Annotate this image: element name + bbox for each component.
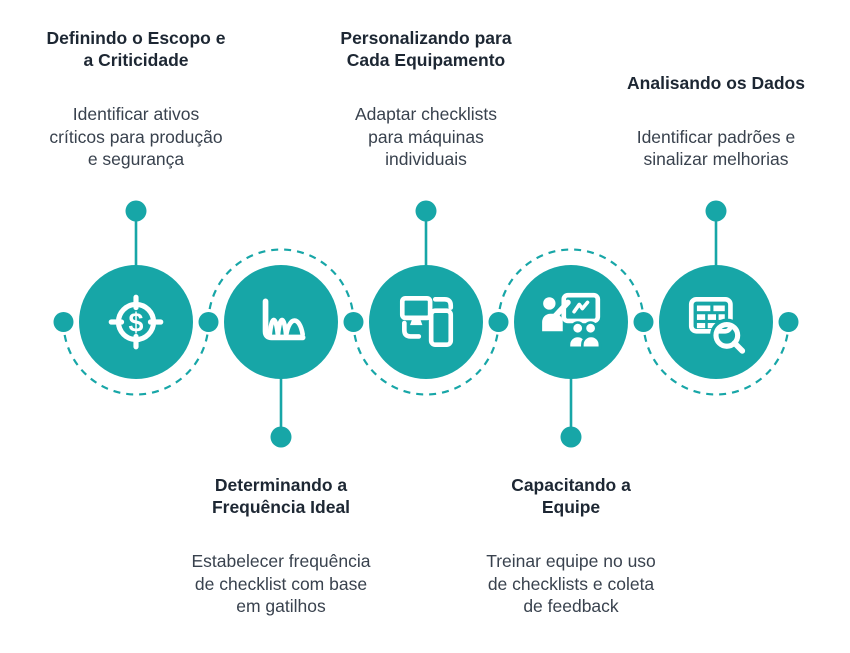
step-title: Definindo o Escopo e a Criticidade: [46, 27, 226, 71]
stem-dot-1: [125, 200, 147, 222]
step-circle-5: [659, 265, 773, 379]
junction-dot: [778, 312, 799, 332]
step-circle-1: $: [79, 265, 193, 379]
frequency-curve-chart-icon: [262, 298, 306, 341]
step-description: Estabelecer frequência de checklist com …: [191, 550, 371, 617]
step-title: Determinando a Frequência Ideal: [211, 475, 351, 518]
step-label-4: Capacitando a Equipe Treinar equipe no u…: [441, 456, 701, 636]
stem-dot-2: [270, 426, 292, 448]
step-title: Capacitando a Equipe: [511, 475, 631, 518]
table-magnifier-icon: [688, 296, 746, 354]
step-description: Adaptar checklists para máquinas individ…: [354, 103, 497, 170]
step-circle-4: [514, 265, 628, 379]
step-label-1: Definindo o Escopo e a Criticidade Ident…: [6, 9, 266, 189]
junction-dot: [198, 312, 219, 332]
junction-dot: [488, 312, 509, 332]
stem-dot-3: [415, 200, 437, 222]
step-circle-3: [369, 265, 483, 379]
stem-dot-4: [560, 426, 582, 448]
junction-dot: [633, 312, 654, 332]
step-description: Identificar padrões e sinalizar melhoria…: [636, 126, 796, 170]
step-label-3: Personalizando para Cada Equipamento Ada…: [296, 9, 556, 189]
junction-dot: [343, 312, 364, 332]
step-description: Treinar equipe no uso de checklists e co…: [486, 550, 656, 617]
step-title: Analisando os Dados: [627, 73, 805, 94]
training-presentation-icon: [542, 292, 602, 350]
junction-dot: [53, 312, 74, 332]
stem-dot-5: [705, 200, 727, 222]
step-description: Identificar ativos críticos para produçã…: [49, 103, 223, 170]
step-circle-2: [224, 265, 338, 379]
svg-text:$: $: [129, 307, 144, 337]
step-label-5: Analisando os Dados Identificar padrões …: [586, 54, 846, 189]
step-label-2: Determinando a Frequência Ideal Estabele…: [151, 456, 411, 636]
dollar-target-icon: $: [108, 294, 164, 350]
step-title: Personalizando para Cada Equipamento: [340, 27, 512, 71]
devices-sync-icon: [399, 295, 454, 348]
